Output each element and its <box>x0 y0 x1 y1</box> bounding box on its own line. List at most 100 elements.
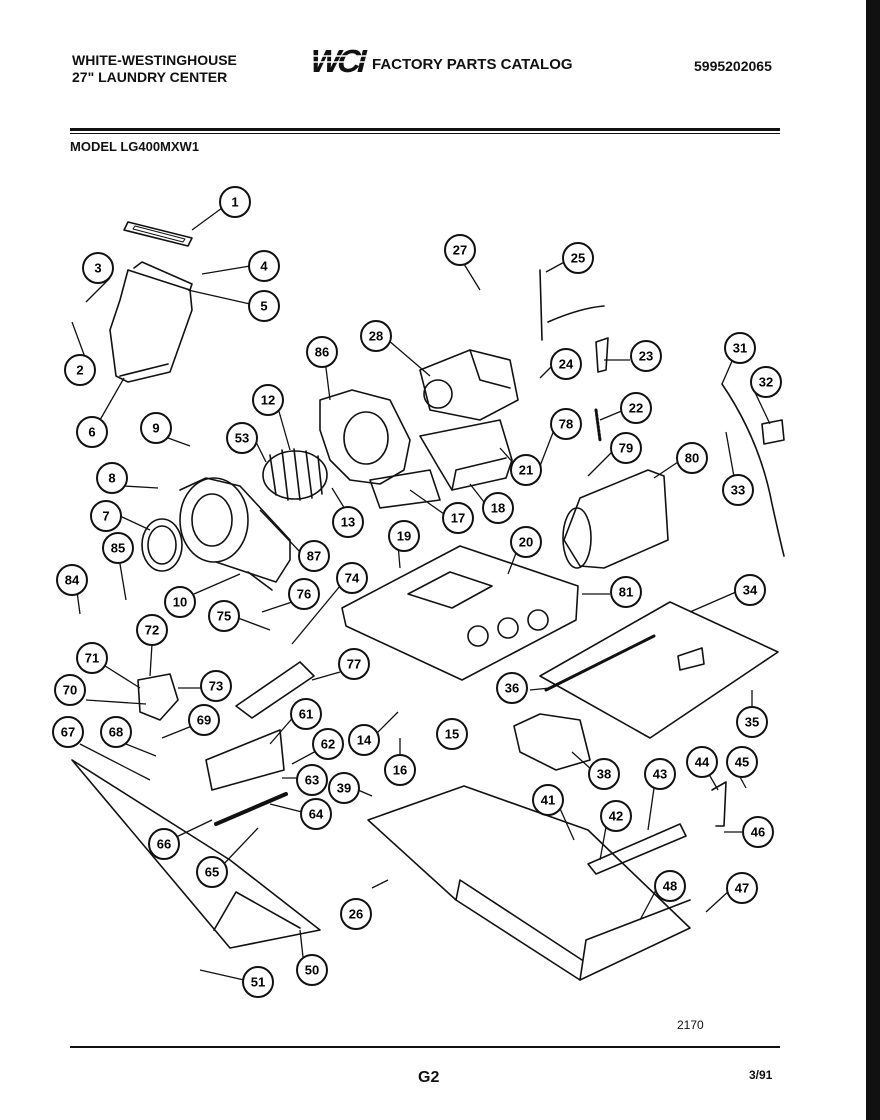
svg-text:32: 32 <box>759 375 773 390</box>
part-panel-drawing <box>539 601 779 739</box>
callout-4: 4 <box>248 250 280 282</box>
callout-7: 7 <box>90 500 122 532</box>
part-idler-drawing <box>595 337 609 373</box>
callout-16: 16 <box>384 754 416 786</box>
page-edge-bar <box>866 0 880 1120</box>
svg-text:44: 44 <box>695 755 710 770</box>
part-gasket-drawing <box>123 221 193 247</box>
svg-text:78: 78 <box>559 417 573 432</box>
part-fan-housing-drawing <box>319 389 441 509</box>
callout-20: 20 <box>510 526 542 558</box>
svg-text:41: 41 <box>541 793 555 808</box>
footer-rule <box>70 1046 780 1048</box>
svg-text:70: 70 <box>63 683 77 698</box>
callout-48: 48 <box>654 870 686 902</box>
callout-62: 62 <box>312 728 344 760</box>
callout-77: 77 <box>338 648 370 680</box>
callout-75: 75 <box>208 600 240 632</box>
svg-text:28: 28 <box>369 329 383 344</box>
svg-text:19: 19 <box>397 529 411 544</box>
callout-2: 2 <box>64 354 96 386</box>
svg-text:46: 46 <box>751 825 765 840</box>
callout-51: 51 <box>242 966 274 998</box>
svg-text:73: 73 <box>209 679 223 694</box>
callout-65: 65 <box>196 856 228 888</box>
callout-26: 26 <box>340 898 372 930</box>
svg-text:62: 62 <box>321 737 335 752</box>
svg-text:7: 7 <box>102 509 109 524</box>
svg-text:4: 4 <box>260 259 268 274</box>
callout-81: 81 <box>610 576 642 608</box>
svg-text:35: 35 <box>745 715 759 730</box>
svg-text:72: 72 <box>145 623 159 638</box>
svg-text:63: 63 <box>305 773 319 788</box>
part-sensor-drawing <box>235 661 315 719</box>
part-hinge-drawing <box>711 781 727 827</box>
svg-text:3: 3 <box>94 261 101 276</box>
svg-text:27: 27 <box>453 243 467 258</box>
callout-12: 12 <box>252 384 284 416</box>
model-number: MODEL LG400MXW1 <box>70 139 200 154</box>
svg-text:16: 16 <box>393 763 407 778</box>
callout-27: 27 <box>444 234 476 266</box>
svg-text:18: 18 <box>491 501 505 516</box>
callout-10: 10 <box>164 586 196 618</box>
callout-22: 22 <box>620 392 652 424</box>
part-seal-drawing <box>141 518 183 572</box>
svg-text:76: 76 <box>297 587 311 602</box>
callout-14: 14 <box>348 724 380 756</box>
product-line: 27" LAUNDRY CENTER <box>72 69 228 85</box>
callout-44: 44 <box>686 746 718 778</box>
svg-text:71: 71 <box>85 651 99 666</box>
callout-38: 38 <box>588 758 620 790</box>
callout-66: 66 <box>148 828 180 860</box>
callout-9: 9 <box>140 412 172 444</box>
svg-text:61: 61 <box>299 707 313 722</box>
svg-text:67: 67 <box>61 725 75 740</box>
svg-text:64: 64 <box>309 807 324 822</box>
callout-39: 39 <box>328 772 360 804</box>
part-motor-drawing <box>419 349 519 421</box>
svg-text:53: 53 <box>235 431 249 446</box>
svg-text:87: 87 <box>307 549 321 564</box>
svg-text:48: 48 <box>663 879 677 894</box>
callout-32: 32 <box>750 366 782 398</box>
callout-31: 31 <box>724 332 756 364</box>
callout-25: 25 <box>562 242 594 274</box>
svg-text:26: 26 <box>349 907 363 922</box>
svg-text:45: 45 <box>735 755 749 770</box>
svg-text:85: 85 <box>111 541 125 556</box>
callout-34: 34 <box>734 574 766 606</box>
page-id: G2 <box>418 1069 440 1086</box>
svg-text:84: 84 <box>65 573 80 588</box>
svg-text:25: 25 <box>571 251 585 266</box>
callout-72: 72 <box>136 614 168 646</box>
callout-6: 6 <box>76 416 108 448</box>
svg-text:34: 34 <box>743 583 758 598</box>
svg-text:5: 5 <box>260 299 267 314</box>
callout-61: 61 <box>290 698 322 730</box>
svg-text:9: 9 <box>152 421 159 436</box>
callout-79: 79 <box>610 432 642 464</box>
callout-47: 47 <box>726 872 758 904</box>
header-rule-thin <box>70 133 780 134</box>
svg-text:2: 2 <box>76 363 83 378</box>
callout-5: 5 <box>248 290 280 322</box>
callout-33: 33 <box>722 474 754 506</box>
svg-text:81: 81 <box>619 585 633 600</box>
svg-text:36: 36 <box>505 681 519 696</box>
svg-text:42: 42 <box>609 809 623 824</box>
callout-68: 68 <box>100 716 132 748</box>
svg-text:79: 79 <box>619 441 633 456</box>
brand-name: WHITE-WESTINGHOUSE <box>72 52 237 68</box>
callout-78: 78 <box>550 408 582 440</box>
svg-text:31: 31 <box>733 341 747 356</box>
callout-87: 87 <box>298 540 330 572</box>
svg-text:24: 24 <box>559 357 574 372</box>
callout-69: 69 <box>188 704 220 736</box>
callout-8: 8 <box>96 462 128 494</box>
callout-53: 53 <box>226 422 258 454</box>
part-motor-mount-drawing <box>419 419 513 491</box>
callout-67: 67 <box>52 716 84 748</box>
svg-text:77: 77 <box>347 657 361 672</box>
